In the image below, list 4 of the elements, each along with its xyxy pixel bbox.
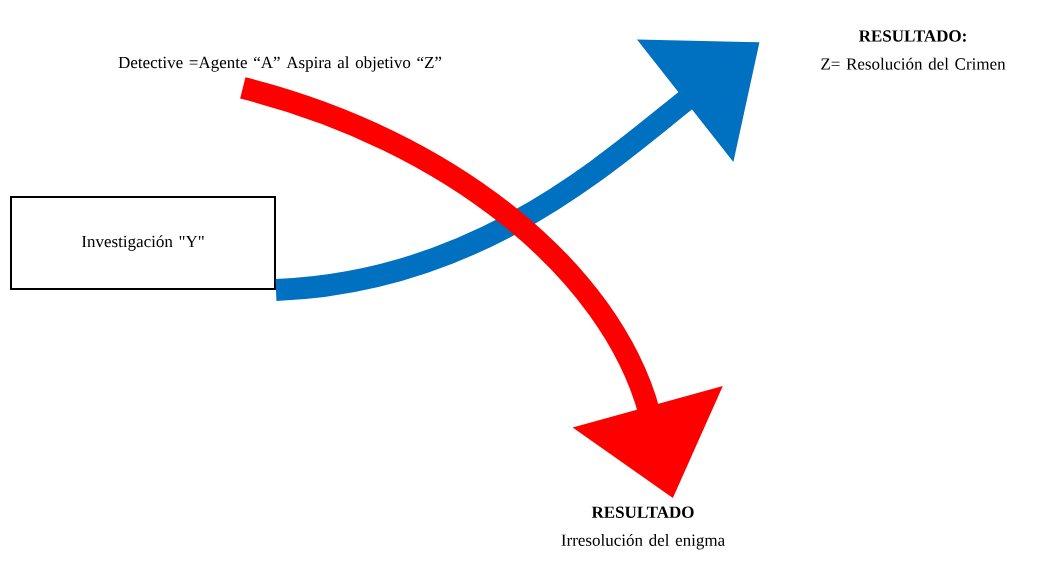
result-text: RESULTADO Irresolución del enigma bbox=[561, 506, 725, 550]
node-text: Detective =Agente “A” Aspira al objetivo “Z” bbox=[118, 56, 442, 72]
result-text: RESULTADO: Z= Resolución del Crimen bbox=[821, 30, 1006, 70]
process-box: Investigación "Y" bbox=[10, 196, 276, 290]
